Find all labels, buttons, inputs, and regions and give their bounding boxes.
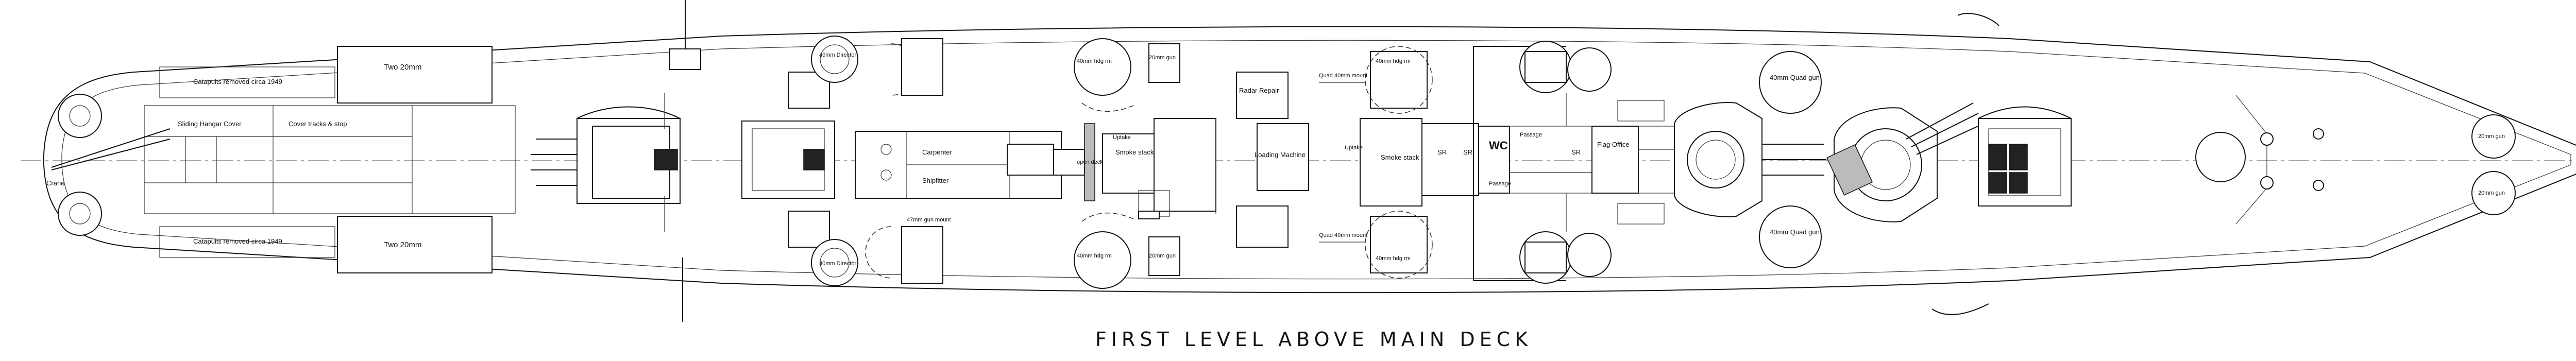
label-20mm-gun-starboard: 20mm gun	[1149, 55, 1176, 61]
forward-gun-mount	[1674, 102, 1826, 217]
label-two-20mm-starboard: Two 20mm	[384, 63, 421, 72]
label-quad-gun-port: 40mm Quad gun	[1770, 228, 1820, 236]
label-uptake-fwd: Uptake	[1345, 145, 1363, 151]
label-hdg-rm-port: 40mm hdg rm	[1077, 253, 1112, 259]
midship-gun-mounts-aft	[741, 72, 835, 248]
label-catapult-port: Catapults removed circa 1949	[193, 237, 282, 245]
forward-quad-40mm	[1759, 51, 1822, 268]
bow-gun-mount	[1978, 106, 2072, 207]
label-smoke-stack-fwd: Smoke stack	[1381, 153, 1419, 161]
label-quad-mount-port: Quad 40mm mount	[1319, 232, 1367, 238]
label-shipfitter: Shipfitter	[922, 177, 949, 184]
label-passage-2: Passage	[1489, 181, 1511, 187]
diagram-title: FIRST LEVEL ABOVE MAIN DECK	[1095, 328, 1532, 351]
hull-outline	[43, 26, 2576, 294]
label-20mm-bow-starboard: 20mm gun	[2478, 133, 2505, 140]
after-gun-mount	[531, 93, 681, 232]
label-hdg-rm-mid-starboard: 40mm hdg rm	[1376, 58, 1411, 64]
label-radar-repair: Radar Repair	[1239, 87, 1279, 94]
label-sr-2: SR	[1463, 148, 1472, 156]
label-passage-1: Passage	[1520, 132, 1542, 138]
label-sr-1: SR	[1437, 148, 1447, 156]
label-sr-3: SR	[1571, 148, 1581, 156]
label-47mm-gun: 47mm gun mount	[907, 217, 951, 223]
label-hdg-rm-mid-port: 40mm hdg rm	[1376, 255, 1411, 262]
midship-quad-mounts	[1319, 46, 1433, 279]
label-20mm-gun-port: 20mm gun	[1149, 253, 1176, 259]
label-two-20mm-port: Two 20mm	[384, 240, 421, 249]
radar-loading-area	[1236, 72, 1309, 248]
label-loading-machine: Loading Machine	[1255, 151, 1306, 159]
label-cover-tracks: Cover tracks & stop	[289, 120, 347, 128]
bridge-40mm-tubs	[1519, 41, 1665, 284]
workshop-block	[855, 123, 1095, 201]
heading-room-tubs	[1074, 38, 1180, 289]
label-director-port: 40mm Director	[819, 261, 856, 267]
label-carpenter: Carpenter	[922, 148, 952, 156]
label-quad-mount-starboard: Quad 40mm mount	[1319, 73, 1367, 79]
label-quad-gun-starboard: 40mm Quad gun	[1770, 74, 1820, 81]
after-smoke-stack	[1102, 118, 1216, 219]
label-open-deck: open deck	[1077, 159, 1103, 165]
label-smoke-stack-aft: Smoke stack	[1115, 148, 1154, 156]
label-catapult-starboard: Catapults removed circa 1949	[193, 78, 282, 85]
stern-aircraft-area	[51, 46, 516, 273]
label-hdg-rm-starboard: 40mm hdg rm	[1077, 58, 1112, 64]
label-director-starboard: 40mm Director	[819, 52, 856, 58]
label-20mm-bow-port: 20mm gun	[2478, 190, 2505, 196]
bow-deck	[1931, 13, 2516, 315]
label-uptake-aft: Uptake	[1113, 134, 1131, 141]
director-tubs	[811, 36, 943, 286]
mast	[669, 0, 701, 322]
label-wc: WC	[1489, 139, 1508, 152]
labels: Two 20mm Two 20mm Catapults removed circ…	[46, 52, 2505, 267]
forward-turret	[1826, 102, 1984, 222]
label-crane: Crane	[46, 179, 64, 187]
label-sliding-hangar-cover: Sliding Hangar Cover	[178, 120, 242, 128]
label-flag-office: Flag Office	[1597, 141, 1630, 148]
